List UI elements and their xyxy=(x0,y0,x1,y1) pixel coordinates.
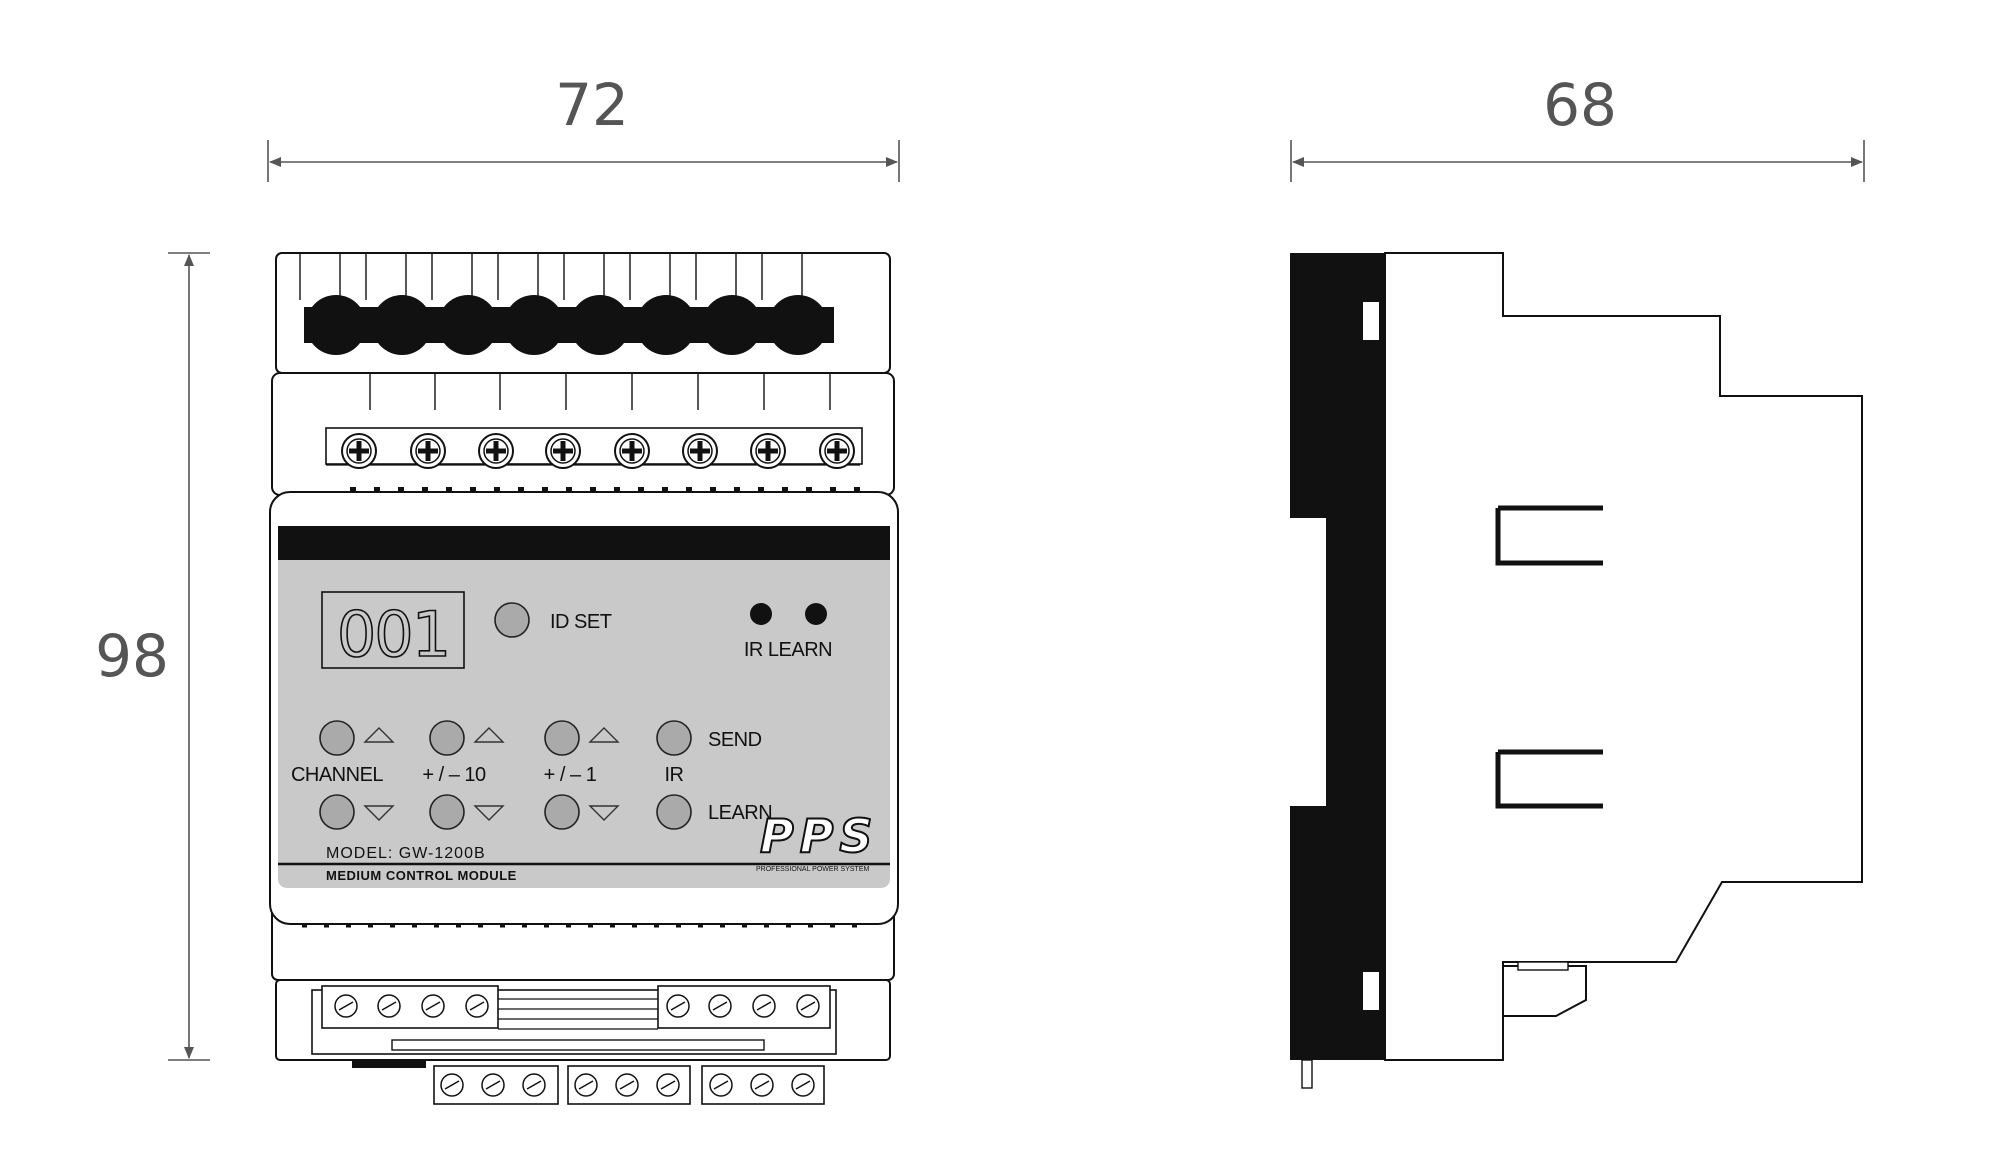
din-rail-clip xyxy=(1290,253,1385,1060)
front-view: 001 ID SET IR LEARN CHANNEL + / – 10 + /… xyxy=(269,252,899,1105)
send-label: SEND xyxy=(708,729,762,751)
plus-10-button[interactable] xyxy=(429,720,465,756)
side-view xyxy=(1290,252,1863,1089)
bottom-screw-row-lower xyxy=(440,1073,815,1097)
ir-send-button[interactable] xyxy=(656,720,692,756)
brand-tagline: PROFESSIONAL POWER SYSTEM xyxy=(756,866,869,873)
learn-label: LEARN xyxy=(708,802,772,824)
model-label: MODEL: GW-1200B xyxy=(326,845,486,862)
ir-sensor-left xyxy=(750,603,772,625)
dimension-width-label: 72 xyxy=(555,71,629,139)
dimension-depth-label: 68 xyxy=(1543,71,1617,139)
id-display: 001 xyxy=(321,591,465,672)
top-terminal-slots xyxy=(299,253,803,300)
minus-10-button[interactable] xyxy=(429,794,465,830)
id-set-button[interactable] xyxy=(494,602,530,638)
channel-down-button[interactable] xyxy=(319,794,355,830)
dimension-height-label: 98 xyxy=(95,622,169,690)
top-cable-glands xyxy=(304,295,834,355)
ir-learn-button[interactable] xyxy=(656,794,692,830)
id-set-label: ID SET xyxy=(550,611,612,633)
dimension-width: 72 xyxy=(267,71,900,182)
plus-minus-10-label: + / – 10 xyxy=(422,764,486,786)
ir-learn-label: IR LEARN xyxy=(744,639,832,661)
channel-up-icon xyxy=(363,727,395,743)
id-display-digits: 001 xyxy=(337,598,449,671)
channel-down-icon xyxy=(363,805,395,821)
ir-label: IR xyxy=(665,764,684,786)
plus-1-up-icon xyxy=(588,727,620,743)
plus-minus-1-label: + / – 1 xyxy=(544,764,597,786)
dimension-height: 98 xyxy=(95,252,210,1061)
panel-top-bar xyxy=(278,526,890,560)
minus-10-down-icon xyxy=(473,805,505,821)
plus-10-up-icon xyxy=(473,727,505,743)
channel-up-button[interactable] xyxy=(319,720,355,756)
brand-logo: PPS xyxy=(760,809,879,863)
ir-sensor-right xyxy=(805,603,827,625)
channel-label: CHANNEL xyxy=(291,764,383,786)
module-type-label: MEDIUM CONTROL MODULE xyxy=(326,868,517,883)
minus-1-button[interactable] xyxy=(544,794,580,830)
plus-1-button[interactable] xyxy=(544,720,580,756)
minus-1-down-icon xyxy=(588,805,620,821)
dimension-depth: 68 xyxy=(1290,71,1865,182)
